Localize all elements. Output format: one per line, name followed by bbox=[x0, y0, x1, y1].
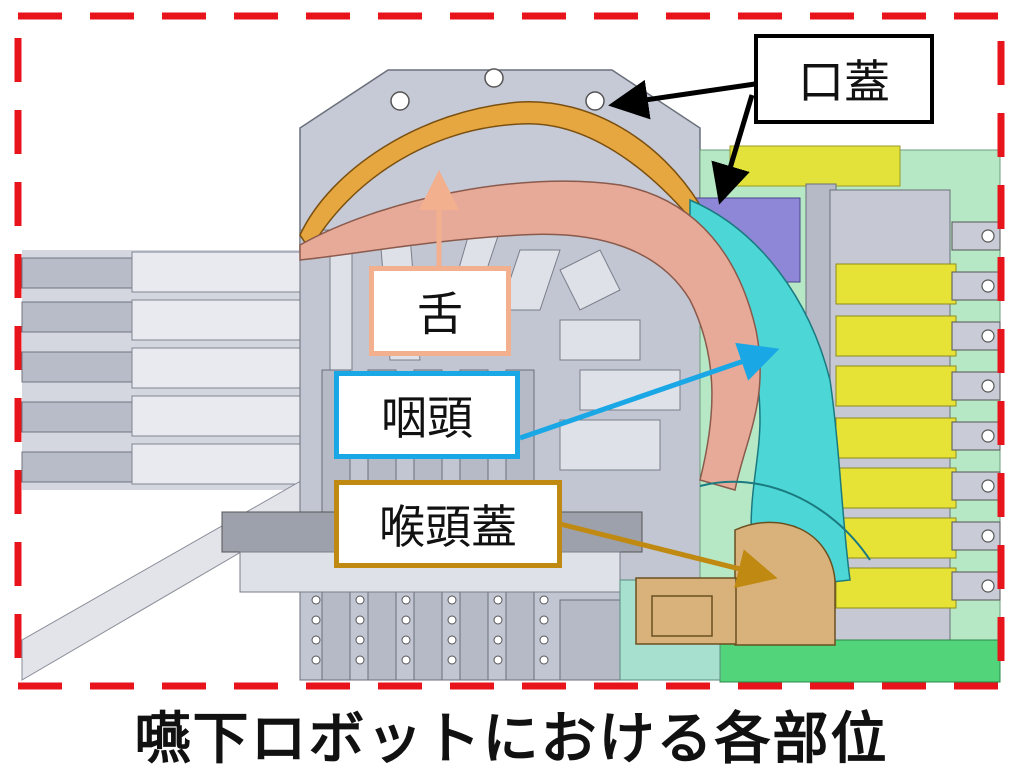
pharynx-label: 咽頭 bbox=[334, 371, 520, 459]
anatomy bbox=[299, 101, 871, 646]
diagram-caption: 嚥下ロボットにおける各部位 bbox=[134, 707, 889, 772]
epiglottis-label: 喉頭蓋 bbox=[334, 480, 562, 568]
mouth-lid-label: 口蓋 bbox=[754, 34, 934, 124]
mouth-lid-arrow-1 bbox=[608, 79, 756, 120]
label-arrows bbox=[419, 79, 780, 589]
epiglottis-arrow bbox=[559, 521, 778, 589]
pharynx-arrow bbox=[519, 342, 780, 441]
mouth-lid-arrow-2 bbox=[711, 94, 755, 205]
highlight-frame bbox=[14, 12, 1005, 690]
tongue-label: 舌 bbox=[369, 266, 511, 356]
